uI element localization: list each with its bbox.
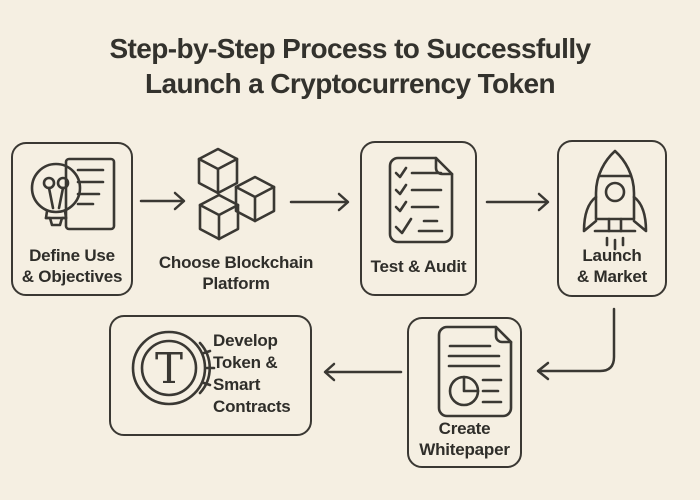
step-label: Create Whitepaper: [409, 418, 520, 460]
arrow-define-to-blockchain: [139, 191, 186, 211]
step-label-line: Token &: [213, 353, 278, 372]
step-label-line: Create: [438, 419, 491, 438]
arrow-launch-to-whitepaper: [536, 307, 616, 381]
arrow-blockchain-to-test: [289, 192, 350, 212]
rocket-icon: [582, 149, 648, 251]
step-test-audit: Test & Audit: [360, 141, 477, 296]
step-label: Develop Token & Smart Contracts: [213, 330, 291, 418]
token-letter: T: [155, 344, 183, 393]
step-label-line: & Objectives: [21, 267, 123, 286]
lightbulb-document-icon: [30, 157, 116, 231]
step-label-line: Contracts: [213, 397, 291, 416]
step-label: Define Use & Objectives: [13, 245, 131, 287]
step-define-use-objectives: Define Use & Objectives: [11, 142, 133, 296]
step-create-whitepaper: Create Whitepaper: [407, 317, 522, 468]
blockchain-cubes-icon: [197, 147, 276, 241]
page-title: Step-by-Step Process to Successfully Lau…: [0, 31, 700, 101]
step-label-line: Smart: [213, 375, 261, 394]
arrow-test-to-launch: [485, 192, 550, 212]
step-label: Launch & Market: [559, 245, 665, 287]
token-coin-icon: T: [131, 330, 216, 406]
step-label-line: Whitepaper: [419, 440, 510, 459]
step-label-line: Test & Audit: [370, 257, 467, 276]
step-label-line: Platform: [202, 274, 270, 293]
step-label-line: Launch: [582, 246, 642, 265]
arrow-whitepaper-to-develop: [323, 362, 403, 382]
step-launch-market: Launch & Market: [557, 140, 667, 297]
whitepaper-piechart-icon: [437, 325, 513, 418]
page-title-line1: Step-by-Step Process to Successfully: [109, 33, 591, 64]
checklist-document-icon: [388, 156, 454, 244]
step-develop-token-smart-contracts: T Develop Token & Smart Contracts: [109, 315, 312, 436]
step-label-line: Choose Blockchain: [158, 253, 314, 272]
step-label-line: Define Use: [29, 246, 115, 265]
step-label-line: Develop: [213, 331, 278, 350]
step-label: Choose Blockchain Platform: [146, 252, 326, 294]
page-title-line2: Launch a Cryptocurrency Token: [145, 68, 556, 99]
step-label-line: & Market: [576, 267, 648, 286]
step-label: Test & Audit: [362, 256, 475, 277]
